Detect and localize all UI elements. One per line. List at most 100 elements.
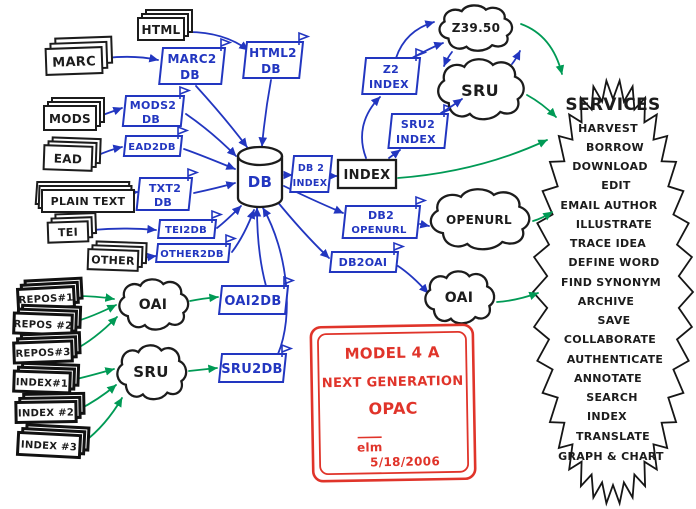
- arrow-marc-to-marc2db: [105, 53, 159, 63]
- doc-stack-layer: [12, 369, 72, 395]
- doc-stack-layer: [12, 339, 74, 365]
- arrow-marc2db-to-db: [195, 85, 248, 148]
- transform-txt2db: TXT2 DB: [135, 168, 198, 211]
- callout-subtitle: NEXT GENERATION: [322, 374, 464, 391]
- callout-border-outer: [309, 323, 477, 483]
- transform-sru2index: SRU2 INDEX: [387, 104, 454, 149]
- service-item: SAVE: [598, 314, 631, 327]
- transform-sru2index-label: SRU2: [401, 118, 435, 131]
- cloud-z3950-label: Z39.50: [452, 21, 500, 35]
- transform-other2db-label: OTHER2DB: [160, 249, 224, 260]
- service-item: TRACE IDEA: [570, 237, 646, 250]
- source-index3-label: INDEX #3: [21, 440, 78, 454]
- source-index2-label: INDEX #2: [18, 408, 74, 420]
- source-mods-label: MODS: [49, 112, 91, 126]
- arrow-z2index-to-z3950: [411, 41, 444, 59]
- source-mods: MODS: [43, 97, 105, 131]
- transform-ead2db-label: EAD2DB: [128, 142, 176, 153]
- transform-tei2db: TEI2DB: [157, 210, 222, 239]
- transform-marc2db-label2: DB: [180, 68, 200, 82]
- transform-mods2db-label: MODS2: [130, 99, 177, 112]
- transform-sru2db: SRU2DB: [217, 344, 292, 383]
- doc-stack-layer: [41, 189, 135, 213]
- transform-box: [122, 135, 184, 157]
- service-item: BORROW: [586, 141, 644, 154]
- service-item: DEFINE WORD: [568, 256, 659, 269]
- service-item: EDIT: [601, 179, 631, 192]
- transform-db2openurl-label2: OPENURL: [351, 225, 407, 236]
- source-html-label: HTML: [141, 23, 180, 37]
- transform-box: [341, 205, 422, 239]
- arrow-z2index-to-z3950-b: [395, 20, 435, 59]
- services-title: SERVICES: [565, 95, 660, 115]
- source-other-label: OTHER: [91, 253, 135, 268]
- transform-other2db: OTHER2DB: [155, 234, 236, 263]
- transform-mods2db: MODS2 DB: [121, 86, 190, 127]
- db-cylinder: DB: [236, 145, 284, 209]
- db-label: DB: [248, 173, 272, 191]
- service-item: INDEX: [587, 410, 627, 423]
- source-repos3-label: REPOS#3: [15, 347, 70, 360]
- arrow-other2db-to-db: [231, 209, 256, 253]
- source-plain-text: PLAIN TEXT: [34, 181, 135, 213]
- doc-stack-layer: [44, 45, 104, 77]
- doc-stack-layer: [42, 144, 94, 172]
- transform-ead2db: EAD2DB: [122, 126, 188, 157]
- arrow-layer-over: [397, 23, 565, 303]
- transform-oai2db: OAI2DB: [217, 276, 294, 315]
- transform-html2db-label2: DB: [261, 62, 281, 76]
- arrow-layer: [71, 20, 444, 443]
- arrow-sru-to-sru2db: [188, 364, 218, 374]
- transform-oai2db-label: OAI2DB: [224, 294, 281, 309]
- transform-box: [157, 219, 218, 239]
- cylinder-top: [236, 145, 284, 167]
- arrow-z3950-to-sru: [443, 51, 453, 67]
- source-marc-label: MARC: [52, 54, 96, 71]
- cloud-oai-left: OAI: [118, 278, 190, 331]
- cloud-oai-right-label: OAI: [445, 290, 473, 306]
- source-plain-text-label: PLAIN TEXT: [51, 195, 126, 208]
- arrow-openurl-to-services: [532, 211, 553, 222]
- arrow-index-to-sru2index: [388, 149, 401, 159]
- arrow-sru-to-z3950: [511, 50, 521, 65]
- transform-db2index: DB 2 INDEX: [289, 155, 334, 193]
- arrow-db2openurl-to-openurl: [419, 219, 430, 229]
- transform-box: [155, 243, 232, 263]
- source-tei: TEI: [46, 211, 98, 244]
- transform-txt2db-label: TXT2: [149, 182, 181, 195]
- transform-tei2db-label: TEI2DB: [165, 225, 207, 236]
- index-rect: [336, 158, 398, 190]
- source-other: OTHER: [86, 240, 148, 272]
- arrow-mods2db-to-db: [185, 113, 237, 157]
- service-item: ANNOTATE: [574, 372, 642, 385]
- transform-txt2db-label2: DB: [154, 196, 172, 209]
- transform-db2openurl: DB2 OPENURL: [341, 196, 426, 239]
- source-index2: INDEX #2: [14, 391, 86, 425]
- model-callout: MODEL 4 A NEXT GENERATION OPAC elm 5/18/…: [309, 323, 477, 483]
- transform-sru2db-label: SRU2DB: [221, 362, 282, 377]
- service-item: FIND SYNONYM: [561, 276, 661, 289]
- doc-stack-layer: [43, 105, 97, 131]
- service-item: EMAIL AUTHOR: [560, 199, 657, 212]
- transform-box: [158, 47, 227, 85]
- source-html: HTML: [137, 9, 193, 41]
- cloud-oai-left-label: OAI: [139, 297, 167, 313]
- service-item: HARVEST: [578, 122, 638, 135]
- cloud-sru-right: SRU: [437, 58, 525, 121]
- transform-sru2index-label2: INDEX: [396, 133, 436, 146]
- source-index1: INDEX#1: [12, 361, 81, 395]
- transform-db2index-label: DB 2: [298, 163, 324, 174]
- source-tei-label: TEI: [58, 226, 78, 240]
- transform-html2db-label: HTML2: [249, 46, 297, 60]
- transform-db2oai-label: DB2OAI: [339, 256, 388, 269]
- arrow-tei-to-tei2db: [91, 224, 157, 234]
- source-marc: MARC: [44, 35, 114, 77]
- arrow-db2oai-to-oai: [397, 265, 429, 294]
- service-item: TRANSLATE: [576, 430, 650, 443]
- transform-box: [135, 177, 194, 211]
- source-repos1: REPOS#1: [15, 276, 84, 312]
- arrow-db-to-db2oai: [275, 199, 330, 259]
- service-item: DOWNLOAD: [572, 160, 648, 173]
- source-index1-label: INDEX#1: [16, 377, 69, 390]
